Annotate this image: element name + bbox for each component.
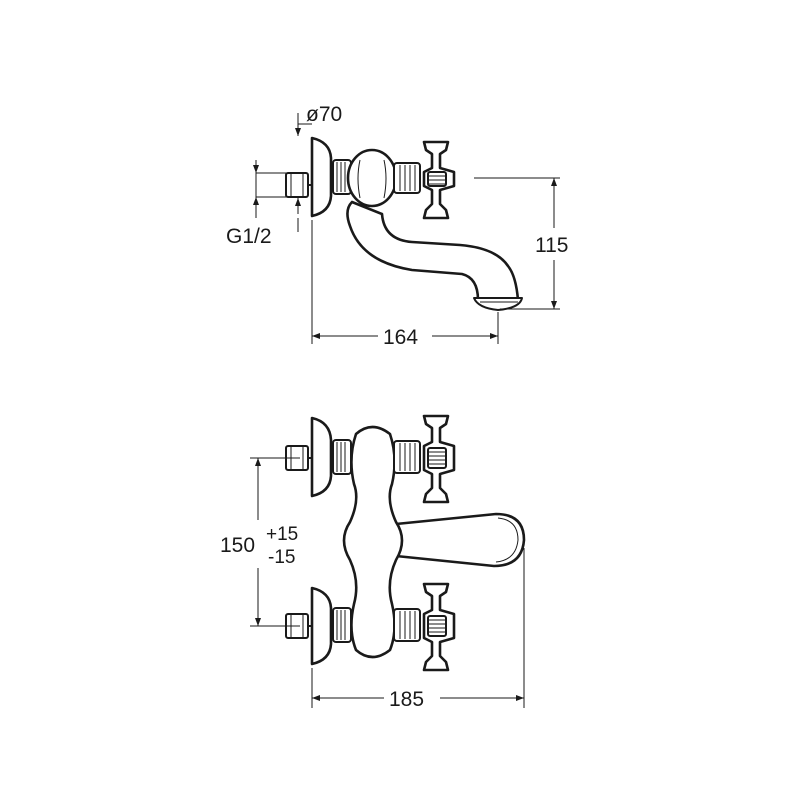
dim-height [474, 177, 560, 310]
side-aerator [473, 297, 523, 311]
top-collar-upper [332, 439, 352, 475]
width-label: 185 [389, 688, 424, 711]
top-wall-flange-lower [310, 586, 333, 666]
side-bonnet [393, 162, 421, 194]
side-inlet-nut [285, 172, 309, 198]
spacing-tolerance-minus: -15 [268, 547, 295, 568]
side-valve-body [346, 148, 398, 208]
dim-spacing [250, 457, 300, 627]
spacing-tolerance-plus: +15 [266, 524, 298, 545]
dim-width [311, 548, 525, 708]
top-valve-body [342, 425, 404, 659]
thread-label: G1/2 [226, 225, 272, 248]
top-spout [394, 512, 526, 568]
dim-thread [253, 160, 300, 218]
spacing-label: 150 [220, 534, 255, 557]
side-view: ø70 G1/2 115 164 [226, 103, 568, 349]
dim-depth [311, 220, 499, 344]
top-view: 150 +15 -15 185 [220, 414, 526, 711]
depth-label: 164 [383, 326, 418, 349]
top-bonnet-upper [393, 440, 421, 474]
top-collar-lower [332, 607, 352, 643]
top-wall-flange-upper [310, 416, 333, 498]
height-label: 115 [535, 234, 568, 257]
side-wall-flange [310, 136, 333, 218]
dim-diameter [295, 113, 312, 214]
top-bonnet-lower [393, 608, 421, 642]
diameter-label: ø70 [306, 103, 342, 126]
